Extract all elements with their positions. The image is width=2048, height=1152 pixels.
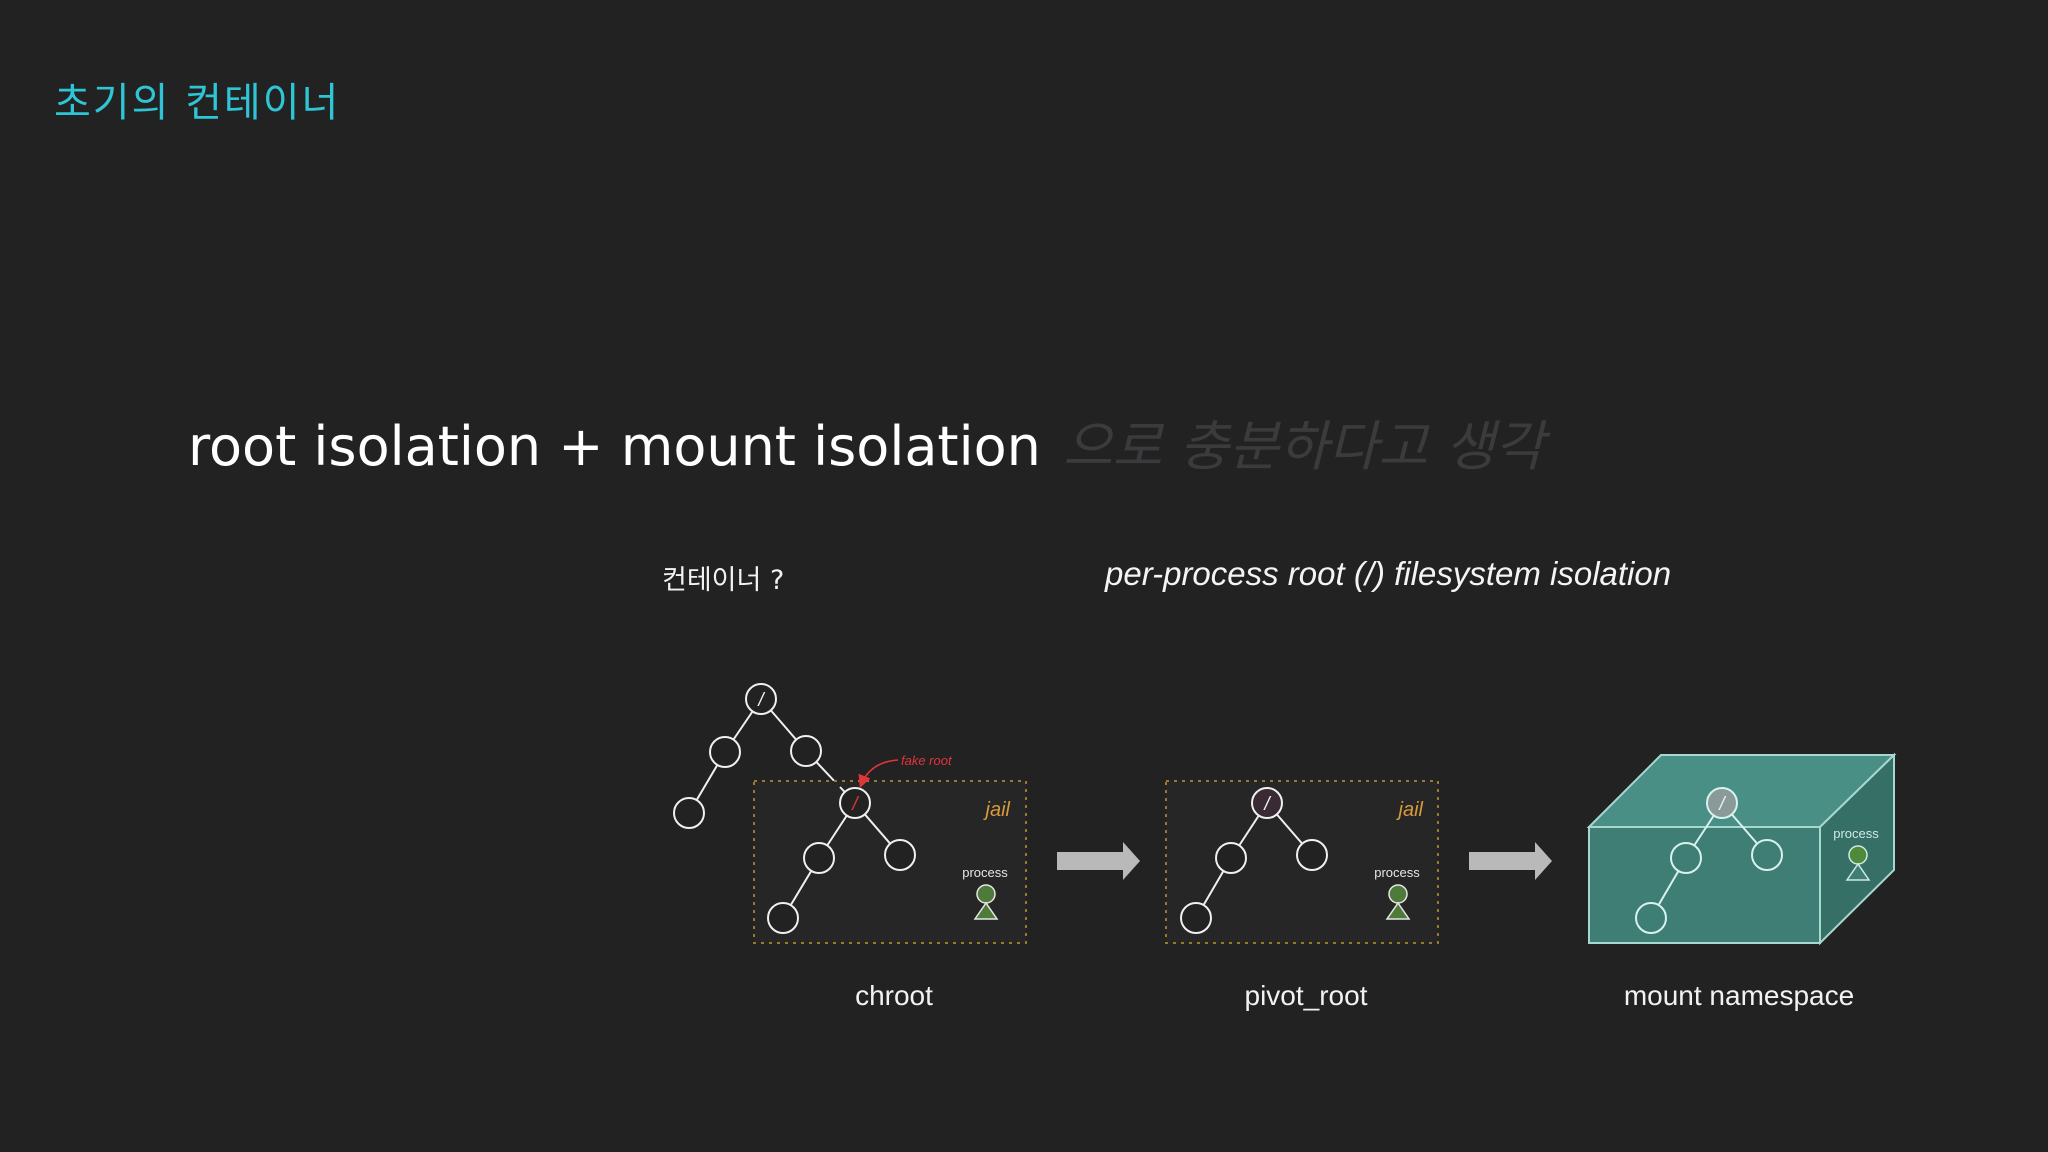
pivot-root-label: / [1262, 794, 1271, 815]
headline-faint: 으로 충분하다고 생각 [1062, 415, 1545, 478]
chroot-panel: / / fake root jail process [673, 683, 1027, 944]
pivot-process-icon [1385, 884, 1411, 920]
pivot-node [1296, 839, 1328, 871]
container-question: 컨테이너 ? [662, 565, 785, 596]
chroot-node [884, 839, 916, 871]
namespace-process-icon [1845, 845, 1871, 881]
chroot-process-icon [973, 884, 999, 920]
arrow-right-icon [1057, 842, 1140, 880]
fake-root-annotation: fake root [901, 753, 953, 768]
slide-title: 초기의 컨테이너 [54, 80, 341, 126]
chroot-root-label: / [756, 690, 765, 711]
namespace-process-label: process [1833, 826, 1879, 841]
chroot-process-label: process [962, 865, 1008, 880]
pivot-root-node [1251, 787, 1283, 819]
namespace-node [1635, 902, 1667, 934]
arrow-right-icon [1469, 842, 1552, 880]
pivot-node [1215, 842, 1247, 874]
chroot-node [767, 902, 799, 934]
mount-namespace-cube: / process [1586, 752, 1897, 946]
namespace-root-node [1706, 787, 1738, 819]
pivot-root-panel: / jail process [1165, 780, 1439, 944]
caption-mount-namespace: mount namespace [1623, 980, 1855, 1011]
chroot-node [803, 842, 835, 874]
pivot-jail-label: jail [1396, 799, 1424, 821]
chroot-root-node [745, 683, 777, 715]
chroot-fake-root-label: / [850, 794, 859, 815]
diagram-subtitle: per-process root (/) filesystem isolatio… [1105, 555, 1672, 592]
namespace-node [1751, 839, 1783, 871]
caption-pivot-root: pivot_root [1244, 980, 1368, 1011]
headline: root isolation + mount isolation 으로 충분하다고… [188, 402, 1544, 481]
namespace-node [1670, 842, 1702, 874]
headline-main: root isolation + mount isolation [188, 415, 1041, 478]
pivot-node [1180, 902, 1212, 934]
chroot-jail-label: jail [983, 799, 1011, 821]
chroot-fake-root-node [839, 787, 871, 819]
chroot-node [709, 736, 741, 768]
fake-root-arrow [858, 759, 899, 788]
namespace-root-label: / [1717, 794, 1726, 815]
pivot-process-label: process [1374, 865, 1420, 880]
chroot-node [673, 797, 705, 829]
caption-chroot: chroot [855, 980, 933, 1011]
chroot-node [790, 735, 822, 767]
cube-front-face [1588, 826, 1821, 944]
